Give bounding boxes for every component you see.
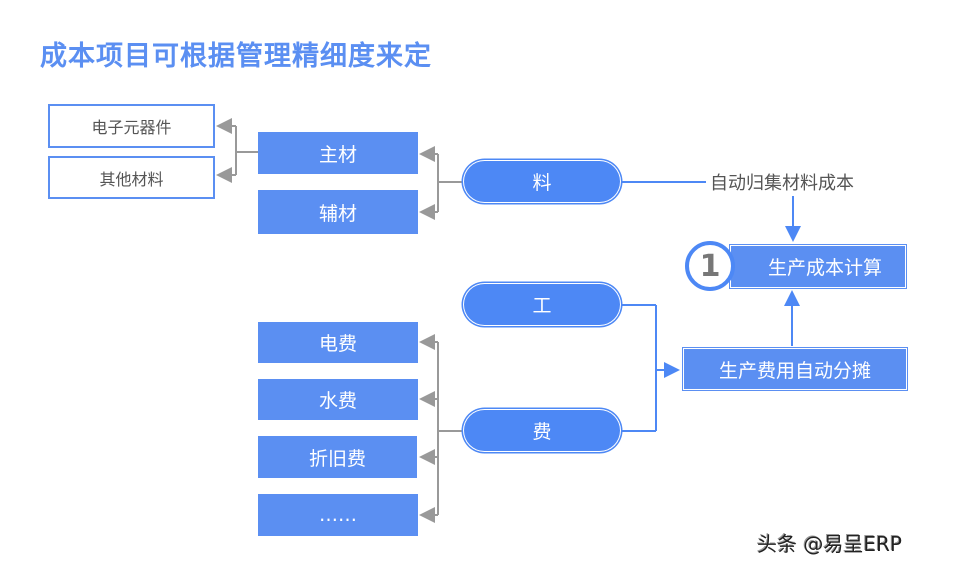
connector-material-children [419,146,462,220]
node-main-material: 主材 [258,132,418,174]
step-number-badge: 1 [685,241,735,291]
result-label: 生产成本计算 [767,257,882,279]
connector-main-material-children [216,118,258,183]
node-labor-root: 工 [463,283,621,326]
node-electricity-fee: 电费 [258,322,418,363]
node-depreciation-fee: 折旧费 [258,436,417,478]
node-material-root: 料 [463,160,621,203]
note-auto-collect-material-cost: 自动归集材料成本 [706,169,858,195]
connector-labor-expense-allocation [622,304,680,432]
node-water-fee: 水费 [258,379,418,420]
node-more-fees: …… [258,494,418,536]
node-auxiliary-material: 辅材 [258,190,418,234]
watermark: 头条 @易呈ERP [757,532,902,556]
step-number: 1 [699,248,721,284]
node-other-materials: 其他材料 [48,156,215,199]
node-production-cost-calculation: 生产成本计算 [729,244,907,289]
node-expense-root: 费 [463,409,621,452]
node-electronic-components: 电子元器件 [48,104,215,148]
page-title: 成本项目可根据管理精细度来定 [40,41,432,72]
node-auto-allocation: 生产费用自动分摊 [682,347,908,391]
connector-expense-children [419,334,462,523]
